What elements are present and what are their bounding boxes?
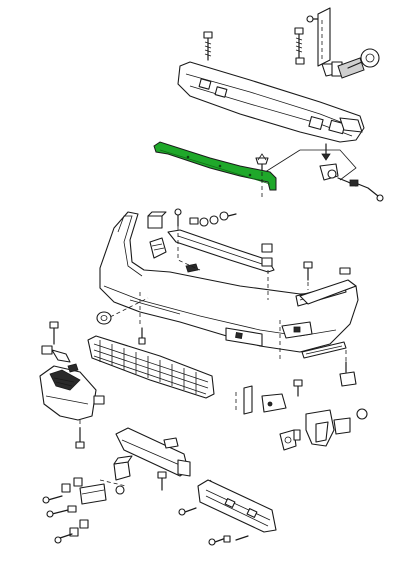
fastener-cluster-left <box>42 455 133 544</box>
connector-arrow <box>321 143 331 161</box>
bolt-fascia-right <box>303 261 351 281</box>
license-plate-bracket <box>197 479 277 533</box>
bolt-top-left <box>203 31 213 61</box>
sensor-inset <box>261 149 384 202</box>
bumper-bracket-right <box>243 361 357 415</box>
push-clip-top <box>255 153 269 173</box>
bumper-fascia <box>99 211 359 353</box>
retainer-clip <box>185 263 199 273</box>
fastener-cluster-bottom <box>178 507 249 546</box>
bolt-left-vertical <box>41 321 71 363</box>
side-molding-right <box>299 279 357 359</box>
clips-row-middle <box>147 208 237 259</box>
fog-lamp-bezel-left <box>39 363 105 421</box>
bracket-right-lower <box>279 408 368 451</box>
energy-absorber-mount <box>317 7 380 79</box>
bolt-top-right <box>294 27 305 65</box>
center-clip <box>138 327 146 345</box>
lower-grille <box>87 335 215 399</box>
tow-eye-cover <box>115 427 191 477</box>
plug-cap <box>96 311 112 325</box>
bumper-reinforcement-strip <box>153 141 277 191</box>
impact-bar <box>177 61 365 143</box>
upper-molding <box>167 229 275 273</box>
bolt-center-lower <box>157 471 167 491</box>
bolt-left-lower <box>75 427 85 449</box>
